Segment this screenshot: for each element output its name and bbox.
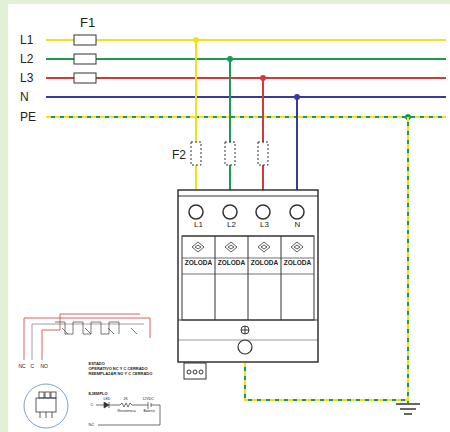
brand-label: ZOLODA xyxy=(246,260,283,267)
pin-name: NC xyxy=(88,423,95,427)
line-label: L3 xyxy=(20,72,33,84)
part-label: LED xyxy=(103,398,111,402)
fuse-label: F1 xyxy=(80,16,95,29)
pin-name: C xyxy=(30,364,35,369)
terminal-label: L2 xyxy=(215,221,248,229)
pin-name: NO xyxy=(40,364,49,369)
terminal-label: L1 xyxy=(182,221,215,229)
pin-name: NC xyxy=(18,364,26,369)
part-label: Bateria xyxy=(143,410,155,414)
spd-module: L1ZOLODA xyxy=(182,221,215,273)
part-label: 12VDC xyxy=(142,398,154,402)
pin-name: C xyxy=(90,403,94,407)
part-label: Resistencia xyxy=(117,410,136,414)
note: REEMPLAZAR NO Y C CERRADO xyxy=(88,372,153,376)
spd-module: L2ZOLODA xyxy=(215,221,248,273)
terminal-label: N xyxy=(281,221,314,229)
brand-label: ZOLODA xyxy=(180,260,217,267)
fuse-label: F2 xyxy=(172,149,186,161)
spd-module: N ZOLODA xyxy=(281,221,314,273)
line-label: L1 xyxy=(20,34,33,46)
part-label: 2K xyxy=(123,398,128,402)
note: EJEMPLO xyxy=(88,392,108,396)
brand-label: ZOLODA xyxy=(213,260,250,267)
line-label: N xyxy=(20,91,29,103)
spd-module: L3ZOLODA xyxy=(248,221,281,273)
terminal-label: L3 xyxy=(248,221,281,229)
line-label: L2 xyxy=(20,53,33,65)
note: OPERATIVO NC Y C CERRADO xyxy=(88,367,148,371)
note: ESTADO xyxy=(88,362,105,366)
line-label: PE xyxy=(20,111,36,123)
brand-label: ZOLODA xyxy=(279,260,316,267)
